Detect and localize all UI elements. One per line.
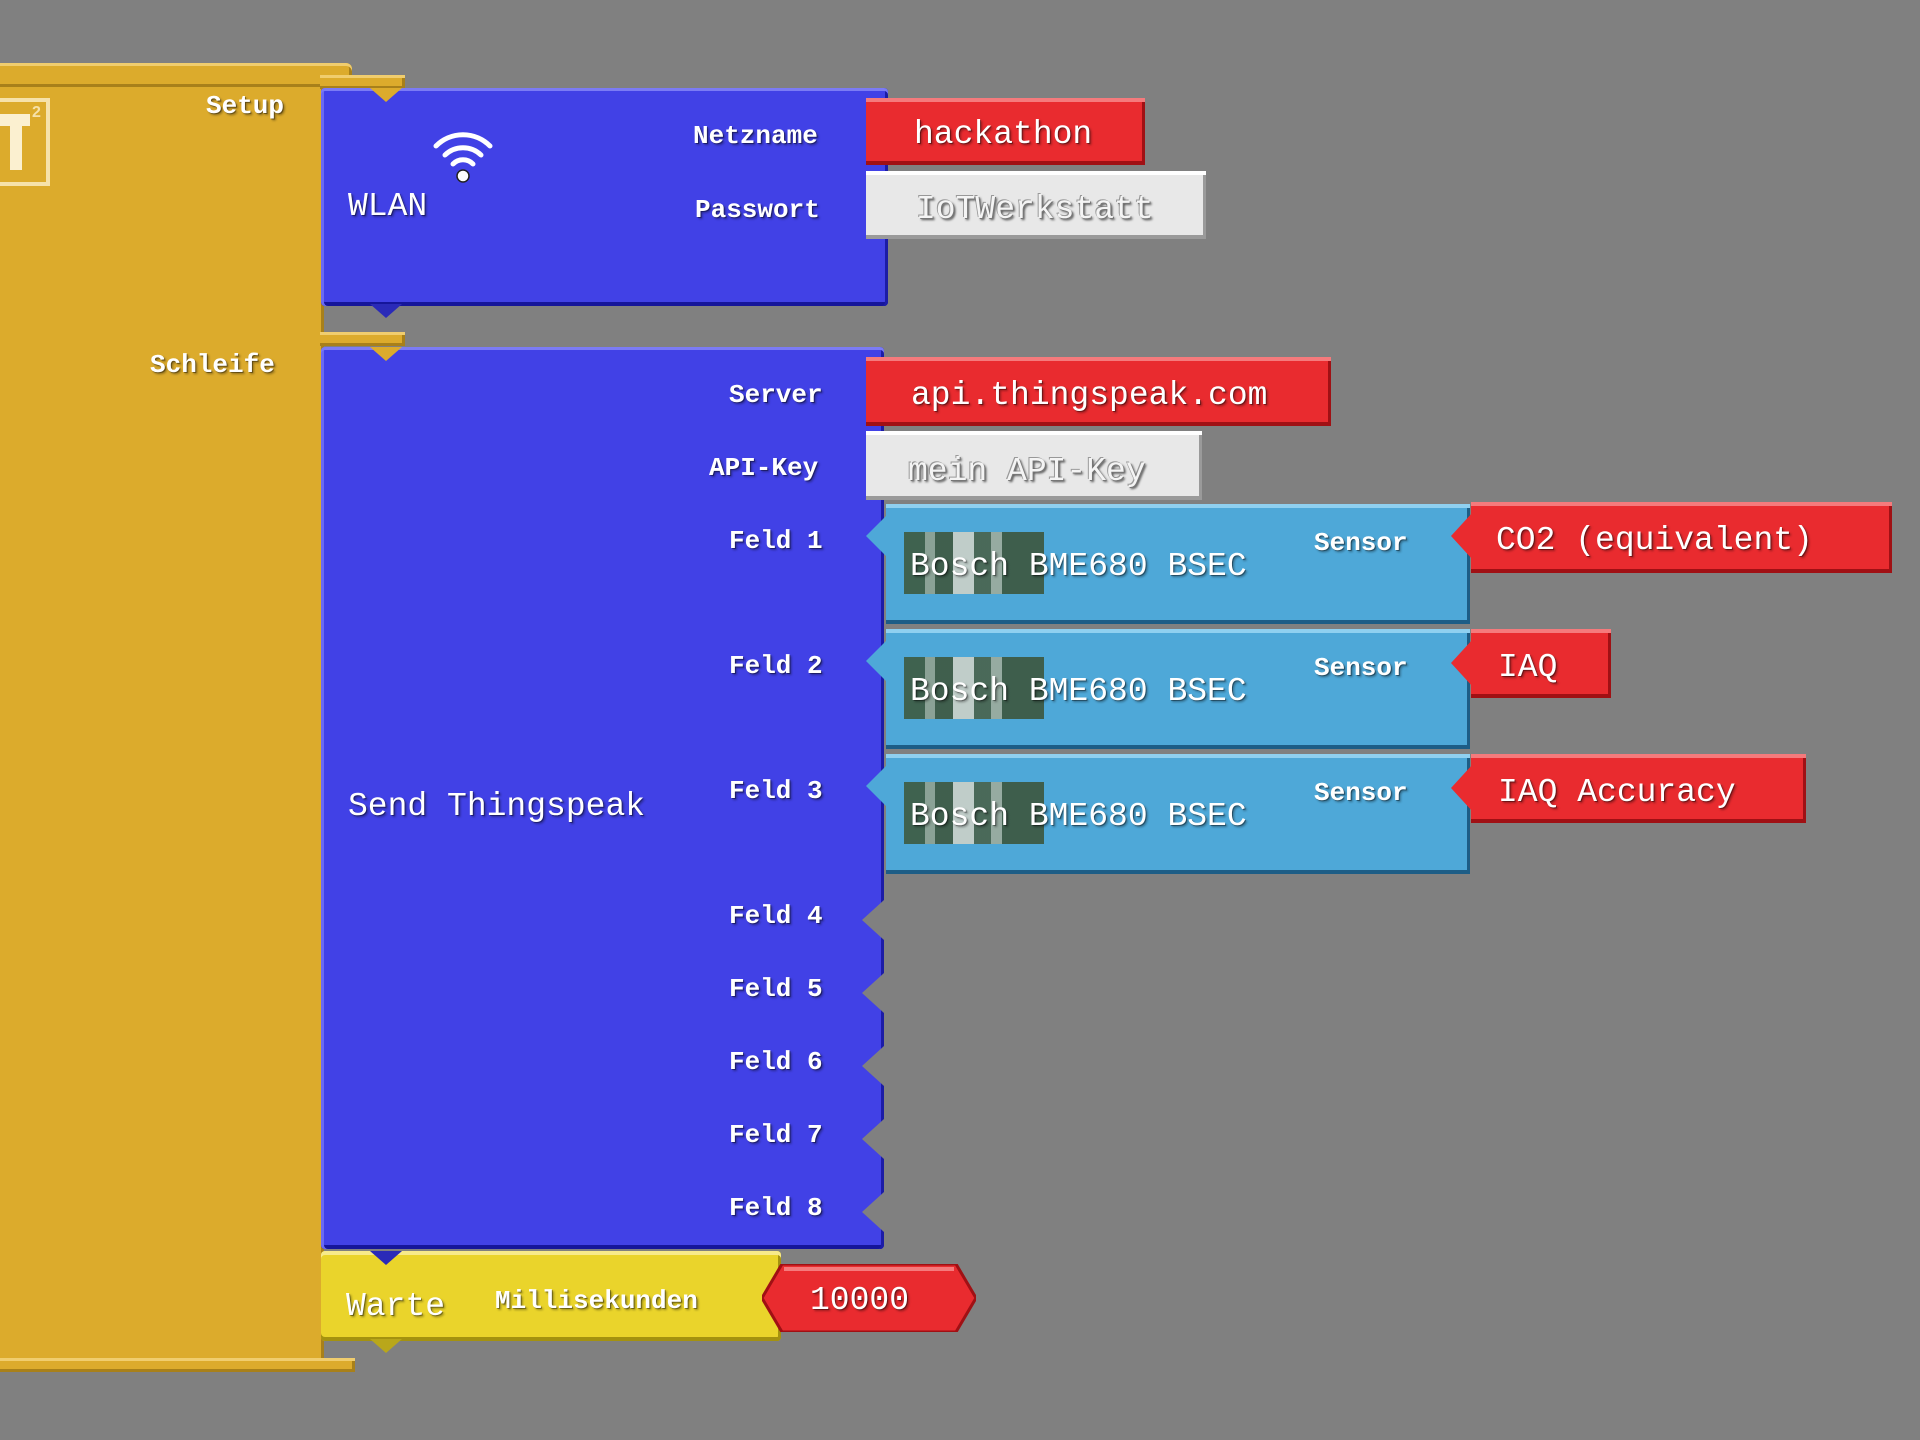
wait-top-notch [370,1251,402,1265]
sensor-value: IAQ [1498,649,1558,686]
feld-5-label: Feld 5 [729,974,823,1004]
feld-3-label: Feld 3 [729,776,823,806]
server-label: Server [729,380,823,410]
sensor-output-connector [866,514,888,558]
bme680-image-icon [904,532,1044,594]
passwort-input[interactable]: IoTWerkstatt [866,171,1206,239]
sensor-label: Sensor [1314,778,1408,808]
wait-title: Warte [346,1288,446,1325]
sensor-name: Bosch BME680 BSEC [910,673,1247,710]
program-block-bottom-arm [0,1358,355,1372]
passwort-value: IoTWerkstatt [916,191,1154,228]
sensor-block-3[interactable]: Bosch BME680 BSEC Sensor [866,754,1470,874]
sensor-value: CO2 (equivalent) [1496,522,1813,559]
wait-value: 10000 [810,1282,910,1319]
server-input[interactable]: api.thingspeak.com [866,357,1331,426]
apikey-input[interactable]: mein API-Key [866,431,1202,500]
apikey-value: mein API-Key [908,453,1146,490]
feld-4-label: Feld 4 [729,901,823,931]
wlan-top-notch [370,88,402,102]
program-block-top-arm [0,63,352,87]
thingspeak-block-body[interactable] [321,347,884,1249]
loop-label: Schleife [150,350,275,380]
feld-7-socket[interactable] [862,1119,884,1159]
netzname-value: hackathon [914,116,1093,153]
sensor-value: IAQ Accuracy [1498,774,1736,811]
wait-bottom-tab [370,1339,402,1353]
sensor-name: Bosch BME680 BSEC [910,548,1247,585]
sensor-block-2[interactable]: Bosch BME680 BSEC Sensor [866,629,1470,749]
feld-8-socket[interactable] [862,1192,884,1232]
passwort-label: Passwort [695,195,820,225]
feld-4-socket[interactable] [862,900,884,940]
program-block-middle-arm [320,332,405,346]
sensor-name: Bosch BME680 BSEC [910,798,1247,835]
wlan-title: WLAN [348,188,428,225]
sensor-block-1[interactable]: Bosch BME680 BSEC Sensor [866,504,1470,624]
feld-7-label: Feld 7 [729,1120,823,1150]
sensor-label: Sensor [1314,528,1408,558]
feld-8-label: Feld 8 [729,1193,823,1223]
feld-1-label: Feld 1 [729,526,823,556]
netzname-label: Netzname [693,121,818,151]
feld-6-socket[interactable] [862,1046,884,1086]
feld-6-label: Feld 6 [729,1047,823,1077]
bme680-image-icon [904,782,1044,844]
thingspeak-title: Send Thingspeak [348,788,646,825]
sensor-value-dropdown-1[interactable]: CO2 (equivalent) [1451,502,1892,573]
bme680-image-icon [904,657,1044,719]
sensor-output-connector [866,764,888,808]
sensor-value-dropdown-3[interactable]: IAQ Accuracy [1451,754,1806,823]
program-block-top-tab [320,75,405,89]
sensor-output-connector [866,639,888,683]
feld-5-socket[interactable] [862,973,884,1013]
iot2-logo-icon: 2 [0,98,50,186]
feld-2-label: Feld 2 [729,651,823,681]
wait-value-input[interactable]: 10000 [762,1264,976,1332]
thingspeak-top-notch [370,347,402,361]
wlan-bottom-tab [370,304,402,318]
sensor-label: Sensor [1314,653,1408,683]
wlan-block-body[interactable] [321,88,888,306]
setup-label: Setup [206,91,285,121]
server-value: api.thingspeak.com [911,377,1268,414]
sensor-value-dropdown-2[interactable]: IAQ [1451,629,1611,698]
program-block-body[interactable] [0,63,324,1370]
wifi-icon [430,124,496,184]
wait-unit-label: Millisekunden [495,1286,698,1316]
wait-block-body[interactable] [321,1251,781,1341]
apikey-label: API-Key [709,453,819,483]
netzname-input[interactable]: hackathon [866,98,1145,165]
